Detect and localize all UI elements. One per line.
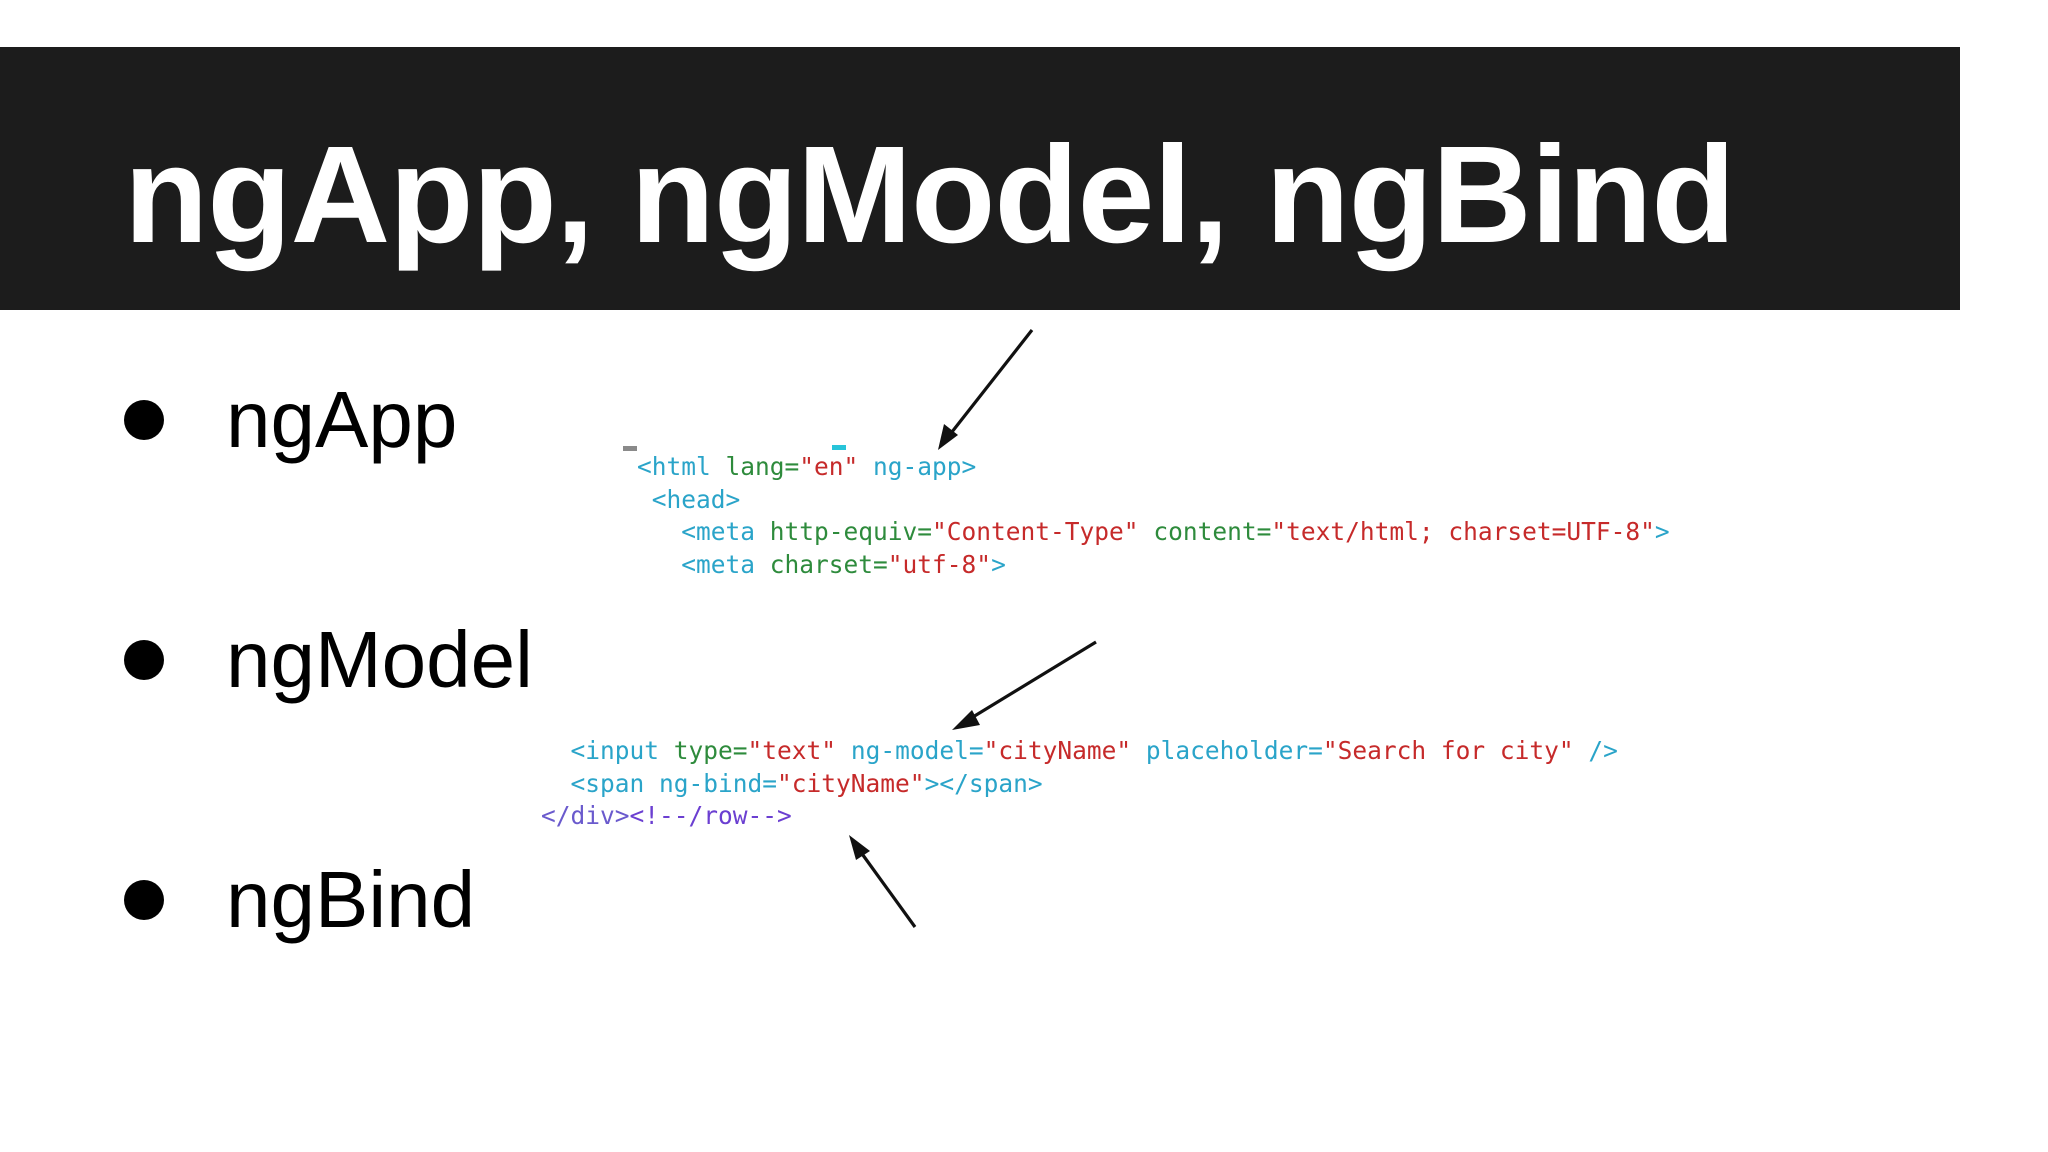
code-token-tag: >	[991, 549, 1006, 579]
slide-title: ngApp, ngModel, ngBind	[124, 118, 1736, 272]
bullet-label: ngBind	[226, 855, 476, 944]
code-snippet-ng-model-bind: <input type="text" ng-model="cityName" p…	[541, 735, 1661, 840]
code-line: <input type="text" ng-model="cityName" p…	[541, 735, 1661, 768]
editor-cursor-marker	[832, 445, 846, 450]
code-token-tag: ng-model=	[850, 736, 984, 765]
code-token-tag: ></span>	[924, 768, 1043, 798]
code-token-tag: placeholder=	[1145, 736, 1323, 765]
code-token-tag: <head>	[651, 484, 741, 514]
code-token-str: "text/html; charset=UTF-8"	[1271, 517, 1655, 546]
code-token-tag: <span	[570, 768, 660, 798]
arrow-to-ng-bind	[849, 835, 917, 928]
bullet-dot-icon	[124, 400, 164, 440]
code-token-str: "Search for city"	[1322, 736, 1589, 765]
code-token-str: "en"	[799, 452, 874, 481]
bullet-ngmodel: ngModel	[124, 620, 533, 700]
code-token-tag: >	[1654, 517, 1670, 546]
code-token-attr: charset=	[769, 549, 888, 579]
code-indent	[637, 485, 652, 514]
code-line: <meta charset="utf-8">	[637, 549, 1717, 582]
code-token-tag: ng-app>	[873, 452, 977, 481]
code-token-str: "text"	[747, 736, 851, 765]
code-token-comment: <!--/row-->	[629, 801, 792, 830]
code-token-tag: <meta	[681, 549, 770, 579]
bullet-dot-icon	[124, 880, 164, 920]
bullet-label: ngModel	[226, 615, 533, 704]
code-token-str: "utf-8"	[887, 549, 992, 579]
code-token-tag: <input	[570, 736, 674, 765]
code-token-str: "cityName"	[777, 768, 925, 798]
code-token-tag: ng-bind=	[659, 768, 778, 798]
code-indent	[637, 517, 681, 546]
code-line: <meta http-equiv="Content-Type" content=…	[637, 516, 1717, 549]
code-line: </div><!--/row-->	[541, 800, 1661, 833]
code-line: <head>	[637, 484, 1717, 517]
code-snippet-ng-app: <html lang="en" ng-app> <head> <meta htt…	[637, 451, 1717, 589]
code-line: <html lang="en" ng-app>	[637, 451, 1717, 484]
code-indent	[541, 769, 571, 798]
bullet-ngbind: ngBind	[124, 860, 475, 940]
code-indent	[541, 736, 571, 765]
code-line: <span ng-bind="cityName"></span>	[541, 768, 1661, 801]
bullet-ngapp: ngApp	[124, 380, 457, 460]
code-token-close: </div>	[541, 801, 630, 830]
code-token-tag: />	[1588, 736, 1618, 765]
code-token-attr: http-equiv=	[769, 517, 933, 546]
code-indent	[637, 550, 681, 579]
code-token-attr: content=	[1153, 517, 1272, 546]
bullet-dot-icon	[124, 640, 164, 680]
code-token-str: "cityName"	[983, 736, 1146, 765]
arrow-to-ng-app	[938, 329, 1034, 450]
bullet-label: ngApp	[226, 375, 458, 464]
editor-fold-marker	[623, 446, 637, 451]
code-token-tag: <meta	[681, 517, 770, 546]
code-token-attr: lang=	[725, 452, 800, 481]
title-bar	[0, 47, 1960, 310]
code-token-tag: <html	[637, 452, 726, 481]
code-token-attr: type=	[673, 736, 748, 765]
arrow-to-ng-model	[952, 640, 1097, 730]
code-token-str: "Content-Type"	[932, 517, 1154, 546]
